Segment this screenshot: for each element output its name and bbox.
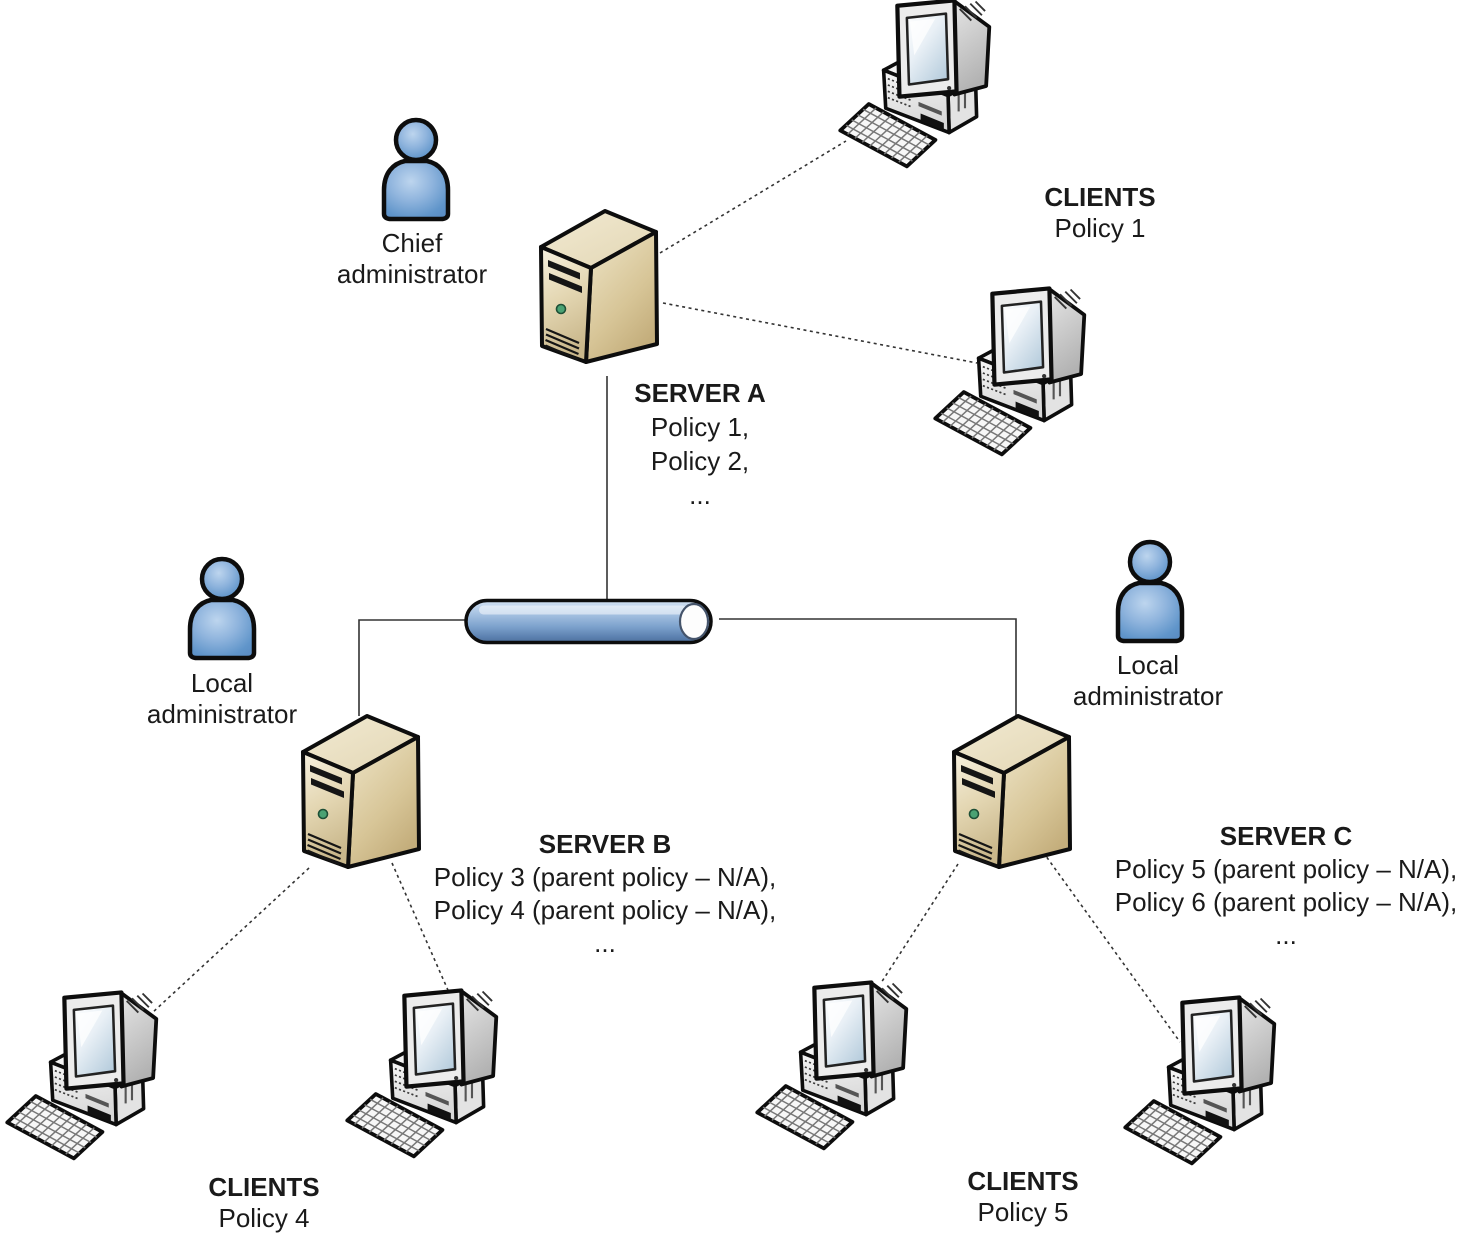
clients-bottom-right-label: CLIENTS Policy 5 [967,1166,1078,1228]
client-computer-icon [1120,991,1306,1173]
clients-title: CLIENTS [967,1166,1079,1196]
client-computer-icon [342,984,528,1166]
policy-line: ... [689,480,711,510]
clients-policy: Policy 4 [218,1203,310,1233]
local-administrator-right-icon [1111,538,1189,644]
policy-line: ... [1275,920,1297,950]
policy-line: Policy 6 (parent policy – N/A), [1114,887,1458,917]
server-b-label: SERVER B Policy 3 (parent policy – N/A),… [434,828,776,960]
label-line: Chief [381,228,443,258]
clients-bottom-left-label: CLIENTS Policy 4 [208,1172,319,1234]
policy-line: Policy 5 (parent policy – N/A), [1114,854,1458,884]
clients-title: CLIENTS [208,1172,320,1202]
server-a-title: SERVER A [634,378,766,408]
local-administrator-left-label: Local administrator [147,668,297,730]
chief-administrator-label: Chief administrator [337,228,487,290]
server-b-title: SERVER B [538,829,672,859]
client-computer-icon [2,986,188,1168]
client-computer-icon [752,976,938,1158]
clients-policy: Policy 1 [1054,213,1146,243]
network-bus-icon [464,598,713,645]
line-server-b-to-client3 [151,867,310,1014]
client-computer-icon [930,282,1116,464]
local-administrator-left-icon [183,555,261,661]
clients-top-right-label: CLIENTS Policy 1 [1044,182,1155,244]
server-a-label: SERVER A Policy 1, Policy 2, ... [634,376,766,512]
chief-administrator-icon [377,116,455,222]
server-a-icon [535,206,661,380]
server-c-label: SERVER C Policy 5 (parent policy – N/A),… [1115,820,1457,952]
local-administrator-right-label: Local administrator [1073,650,1223,712]
line-server-c-to-client5 [880,863,959,984]
policy-line: Policy 1, [650,412,750,442]
client-computer-icon [835,0,1021,176]
server-b-icon [297,711,423,885]
label-line: Local [190,668,254,698]
server-c-icon [948,711,1074,885]
line-server-a-to-client2 [662,302,978,364]
label-line: Local [1116,650,1180,680]
server-c-title: SERVER C [1219,821,1353,851]
label-line: administrator [146,699,298,729]
line-server-a-to-client1 [659,140,847,254]
line-server-b-to-client4 [391,862,452,998]
clients-policy: Policy 5 [977,1197,1069,1227]
policy-line: ... [594,928,616,958]
policy-line: Policy 2, [650,446,750,476]
label-line: administrator [336,259,488,289]
label-line: administrator [1072,681,1224,711]
line-bus-to-server-b [358,619,466,716]
line-server-c-to-client6 [1042,851,1181,1043]
clients-title: CLIENTS [1044,182,1156,212]
policy-line: Policy 4 (parent policy – N/A), [433,895,777,925]
policy-line: Policy 3 (parent policy – N/A), [433,862,777,892]
line-bus-to-server-c [719,618,1017,716]
